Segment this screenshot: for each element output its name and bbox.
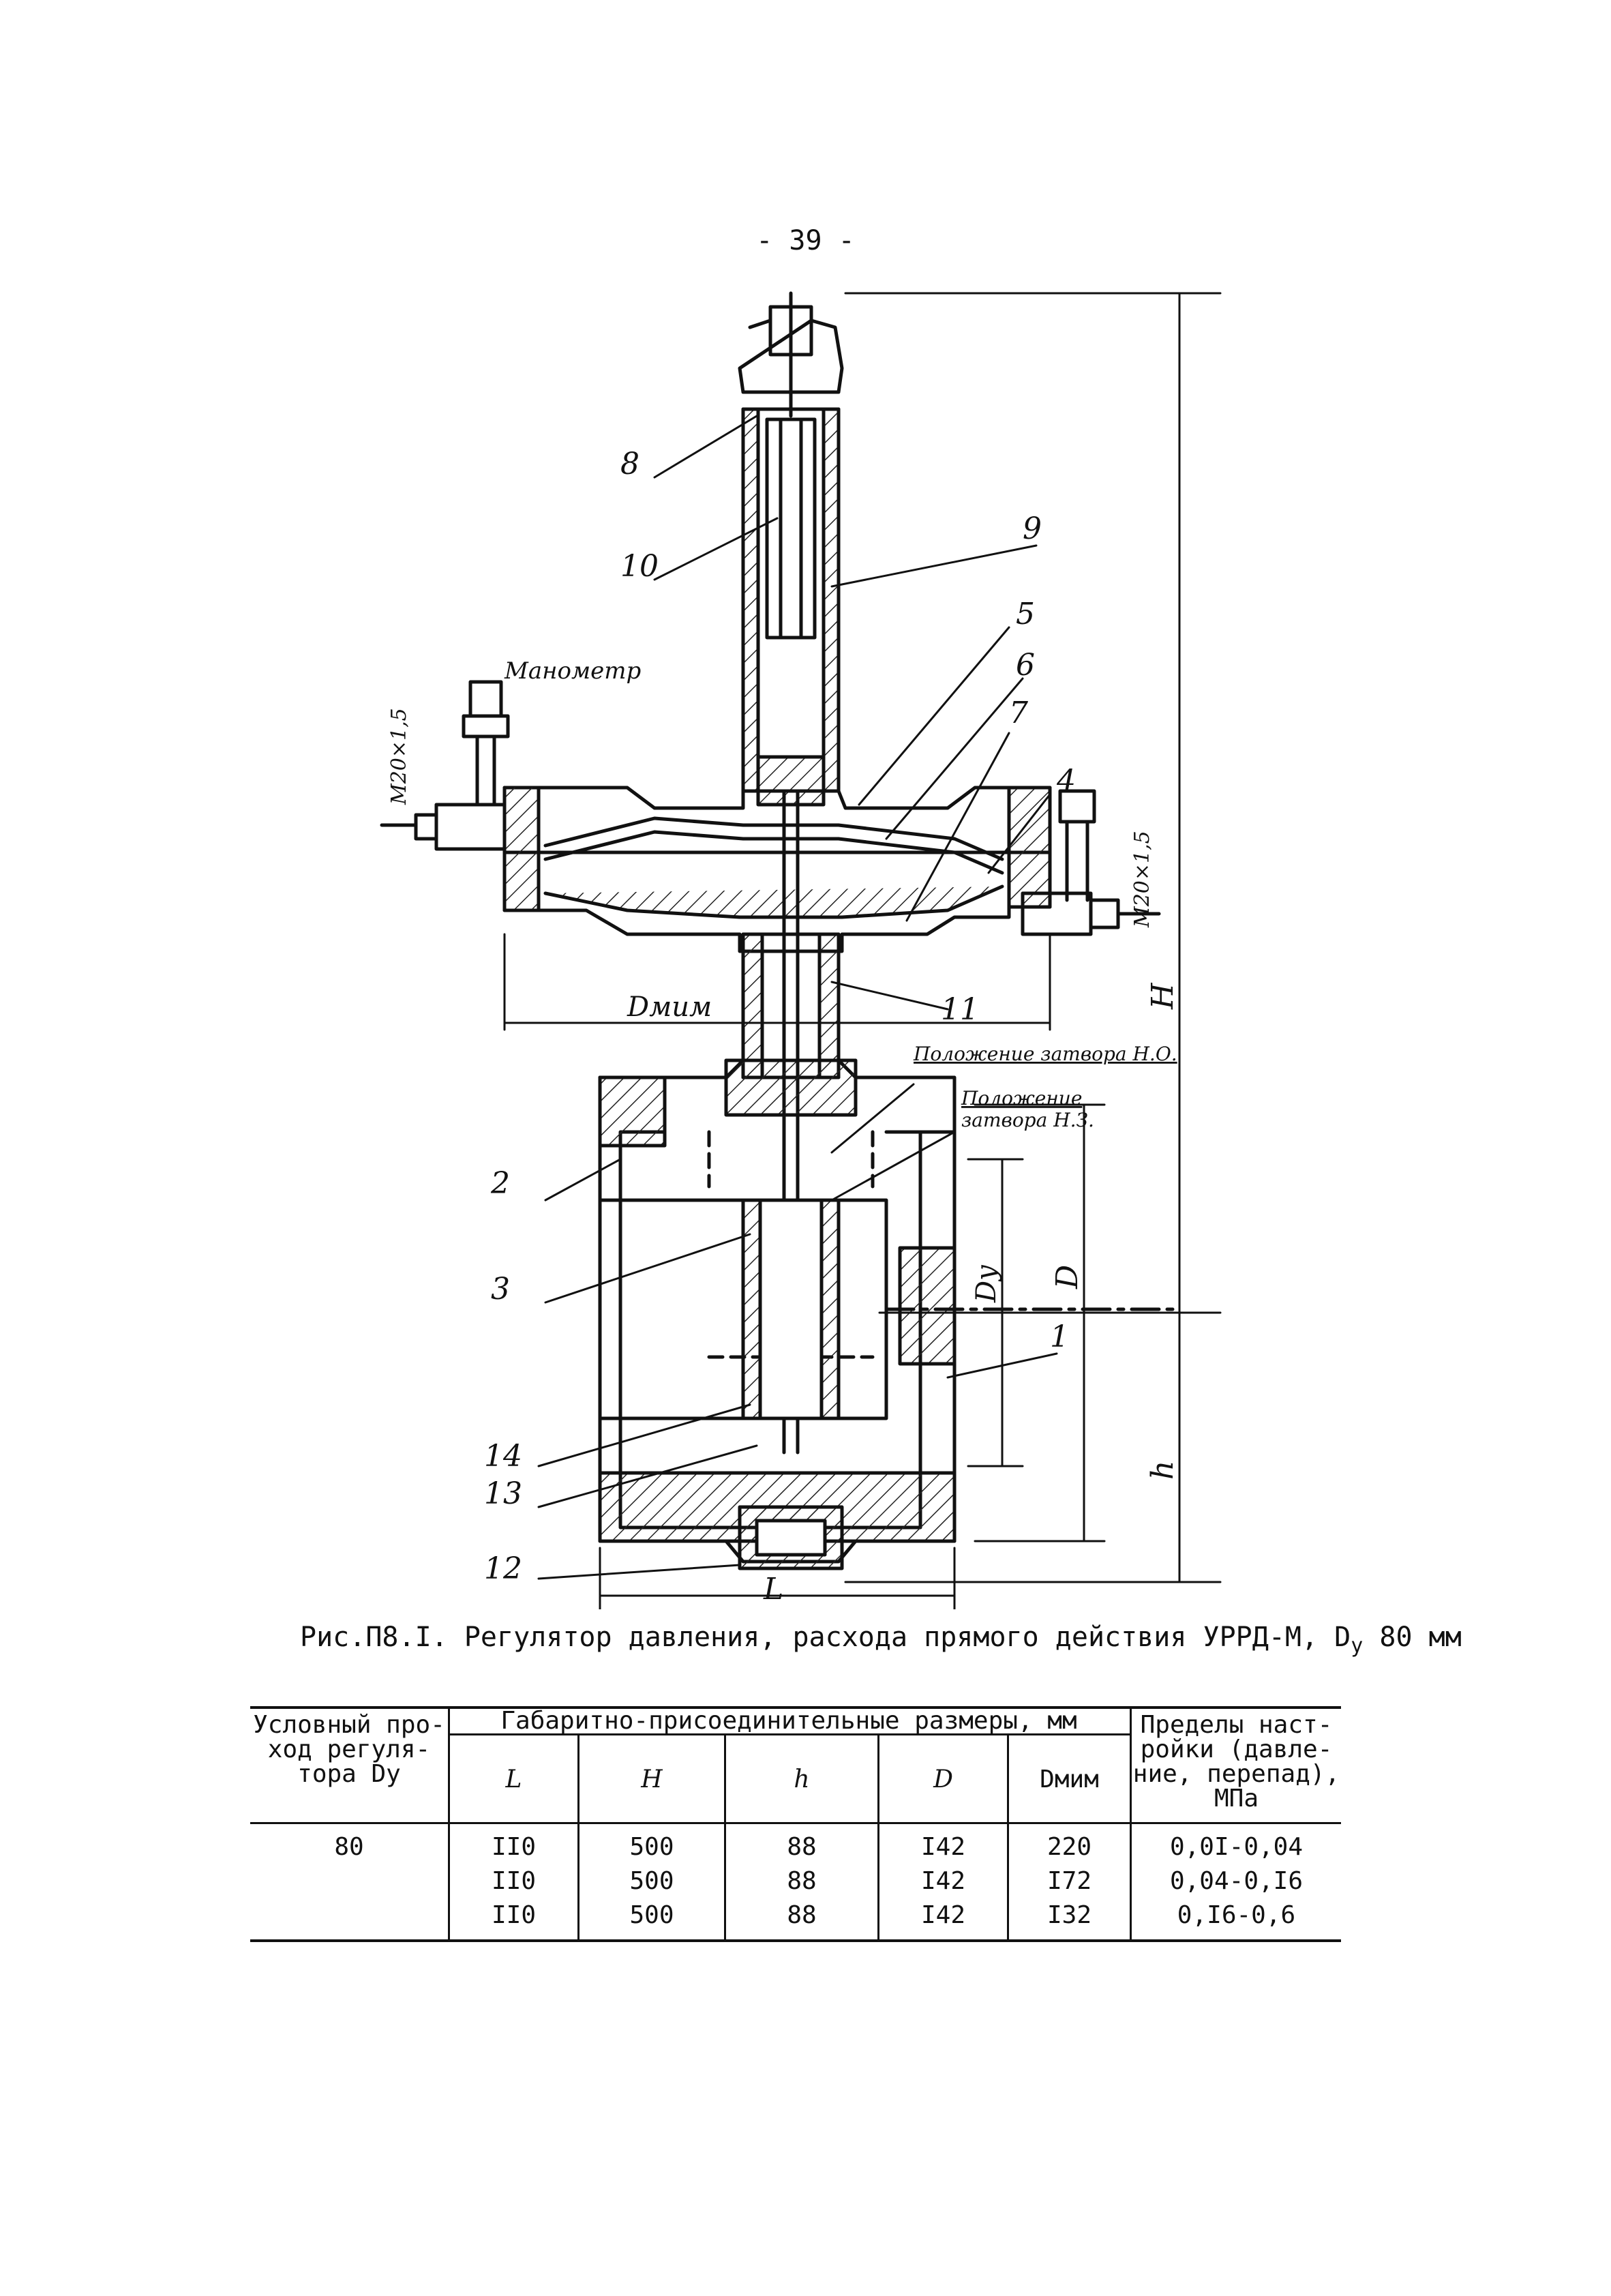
top-nut	[738, 318, 844, 394]
cell-L: II0	[491, 1901, 537, 1929]
callout-12: 12	[484, 1551, 522, 1586]
header-D: D	[933, 1765, 953, 1793]
dim-D-label: D	[1050, 1265, 1085, 1289]
header-Dmim: Dмим	[1040, 1765, 1099, 1793]
header-group: Габаритно-присоединительные размеры, мм	[500, 1707, 1077, 1735]
manometer-label: Манометр	[504, 657, 641, 685]
cell-H: 500	[629, 1867, 674, 1895]
header-dy: Условный про- ход регуля- тора Dу	[253, 1711, 445, 1788]
regulator-drawing: 8 10 9 5 6 7 4 11 2 3 1 14 13 12 Маномет…	[380, 291, 1222, 1609]
callout-14: 14	[484, 1439, 522, 1474]
cell-Dmim: I72	[1047, 1867, 1092, 1895]
callout-10: 10	[620, 549, 659, 584]
cell-D: I42	[920, 1833, 966, 1861]
spec-table: Условный про- ход регуля- тора Dу Габари…	[250, 1706, 1341, 1942]
thread-right-label: M20×1,5	[1130, 831, 1154, 928]
thread-left-label: M20×1,5	[387, 708, 411, 805]
cell-Dmim: I32	[1047, 1901, 1092, 1929]
callout-6: 6	[1016, 648, 1035, 683]
callout-13: 13	[484, 1476, 522, 1511]
header-L: L	[505, 1765, 522, 1793]
callout-9: 9	[1023, 511, 1042, 546]
cell-H: 500	[629, 1901, 674, 1929]
dim-Dy-label: Dу	[971, 1264, 1002, 1303]
callout-4: 4	[1056, 764, 1076, 799]
callout-8: 8	[620, 447, 639, 481]
dim-Dmim-label: Dмим	[627, 992, 712, 1023]
callout-7: 7	[1009, 696, 1028, 730]
caption-suffix: 80 мм	[1363, 1622, 1462, 1653]
cell-range: 0,04-0,I6	[1169, 1867, 1304, 1895]
header-H: H	[641, 1765, 663, 1793]
cell-H: 500	[629, 1833, 674, 1861]
callout-5: 5	[1016, 597, 1035, 631]
position-nc-label-2: затвора Н.З.	[961, 1109, 1094, 1131]
cell-L: II0	[491, 1867, 537, 1895]
header-range: Пределы наст- ройки (давле- ние, перепад…	[1132, 1711, 1340, 1813]
callout-11: 11	[941, 992, 979, 1027]
caption-prefix: Рис.П8.I. Регулятор давления, расхода пр…	[300, 1622, 1351, 1653]
dim-h-label: h	[1145, 1461, 1180, 1480]
callout-1: 1	[1050, 1320, 1069, 1354]
dim-H-label: H	[1145, 982, 1180, 1010]
callout-3: 3	[491, 1272, 510, 1307]
page-number: - 39 -	[756, 225, 855, 256]
cell-h: 88	[787, 1901, 817, 1929]
cell-h: 88	[787, 1833, 817, 1861]
cell-h: 88	[787, 1867, 817, 1895]
cell-dy: 80	[334, 1833, 364, 1861]
cell-L: II0	[491, 1833, 537, 1861]
dim-L-label: L	[763, 1572, 783, 1607]
cell-range: 0,I6-0,6	[1177, 1901, 1296, 1929]
cell-D: I42	[920, 1867, 966, 1895]
figure-caption: Рис.П8.I. Регулятор давления, расхода пр…	[300, 1622, 1462, 1658]
position-no-label: Положение затвора Н.О.	[913, 1043, 1177, 1065]
header-h: h	[794, 1765, 810, 1793]
cell-D: I42	[920, 1901, 966, 1929]
cell-range: 0,0I-0,04	[1169, 1833, 1304, 1861]
caption-subscript: у	[1351, 1634, 1364, 1658]
callout-2: 2	[490, 1166, 510, 1201]
cell-Dmim: 220	[1047, 1833, 1092, 1861]
position-nc-label-1: Положение	[961, 1087, 1082, 1109]
